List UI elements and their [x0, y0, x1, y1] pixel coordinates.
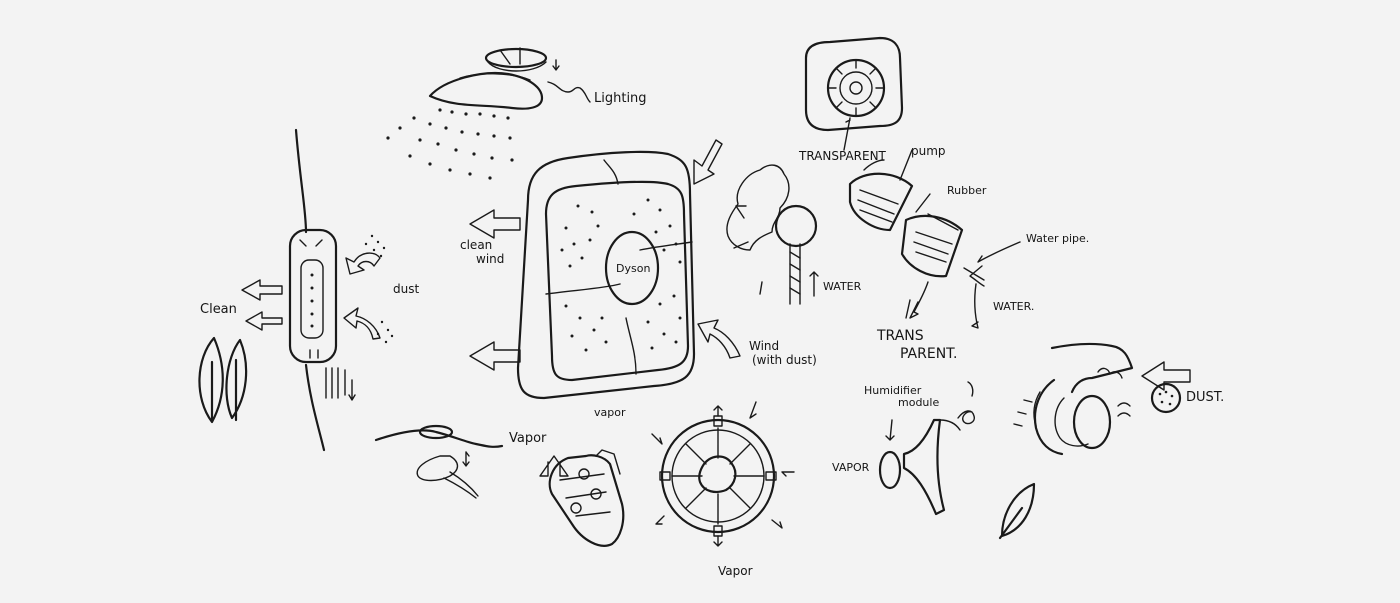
pump-pipe-sketch — [848, 149, 1021, 329]
humidifier-sketch — [878, 381, 976, 516]
label-parent: PARENT. — [900, 346, 958, 362]
label-rubber: Rubber — [947, 184, 987, 197]
main-purifier-sketch — [516, 150, 696, 400]
label-water-pipe: Water pipe. — [1026, 232, 1090, 245]
label-lighting: Lighting — [594, 91, 647, 106]
label-dust-right: DUST. — [1186, 390, 1225, 405]
dust-filter-sketch — [1013, 342, 1191, 456]
label-dust-left: dust — [393, 282, 420, 296]
purifier-dot-pattern — [560, 198, 682, 352]
label-transparent-top: TRANSPARENT — [799, 149, 886, 163]
lamp-head-sketch — [428, 47, 591, 110]
vapor-side-sketch — [539, 449, 625, 547]
label-clean: Clean — [200, 302, 237, 317]
fan-sketch — [726, 164, 819, 305]
label-module: module — [898, 396, 940, 409]
leaf-right — [998, 482, 1036, 540]
flow-arrows-center — [469, 139, 741, 371]
label-clean-wind-1: clean — [460, 238, 493, 252]
label-wind: Wind — [749, 339, 780, 353]
vapor-wheel-sketch — [651, 401, 795, 547]
label-humidifier: Humidifier — [864, 384, 922, 397]
label-trans: TRANS — [877, 328, 924, 344]
top-square-module — [804, 36, 904, 151]
label-water-lower: WATER. — [993, 300, 1035, 313]
lamp-detail-sketch — [374, 424, 504, 499]
dust-arrows-left — [343, 234, 394, 344]
light-rays — [386, 108, 514, 180]
clean-arrows-left — [241, 279, 283, 331]
pole-lamp-sketch — [288, 128, 356, 452]
label-vapor-left: Vapor — [509, 431, 547, 446]
label-pump: pump — [911, 144, 946, 158]
label-clean-wind-2: wind — [476, 252, 505, 266]
label-vapor-center: vapor — [594, 406, 626, 419]
label-water-upper: WATER — [823, 280, 862, 293]
label-with-dust: (with dust) — [752, 353, 817, 367]
leaves-left — [198, 336, 248, 424]
label-vapor-right: VAPOR — [832, 461, 870, 474]
dust-particles — [1158, 390, 1174, 406]
label-vapor-bottom: Vapor — [718, 564, 753, 578]
label-dyson-logo: Dyson — [616, 262, 651, 275]
